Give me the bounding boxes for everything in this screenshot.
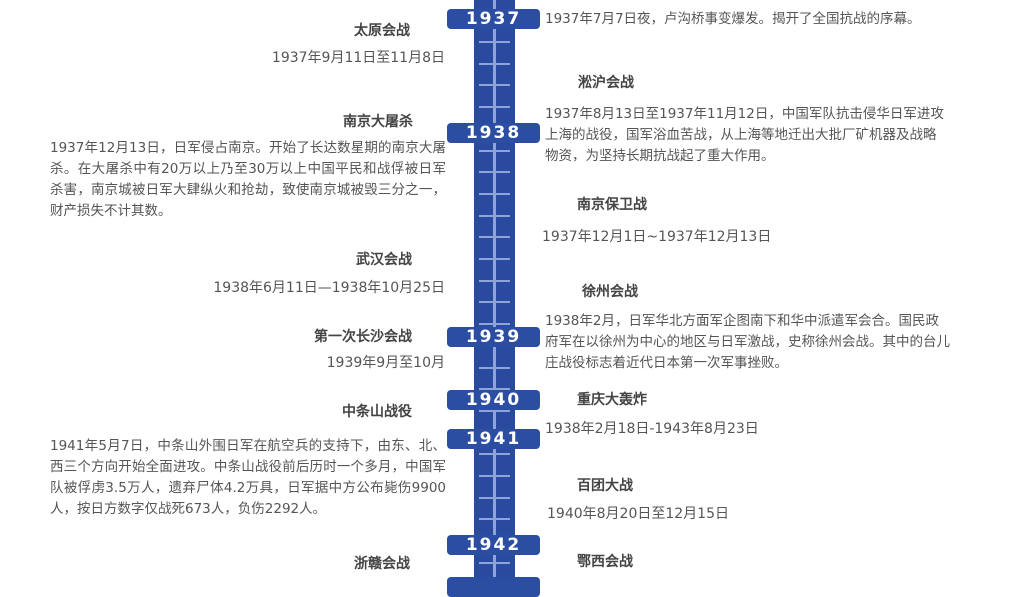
event-description: 1941年5月7日，中条山外围日军在航空兵的支持下，由东、北、西三个方向开始全面… [50, 438, 446, 517]
event-date: 1940年8月20日至12月15日 [547, 506, 729, 522]
year-badge-1938: 1938 [447, 123, 540, 143]
event-description: 1937年8月13日至1937年11月12日，中国军队抗击侵华日军进攻上海的战役… [545, 106, 944, 164]
event-title: 中条山战役 [342, 404, 412, 420]
axis-tick [479, 41, 510, 43]
axis-tick [479, 279, 510, 282]
event-date: 1939年9月至10月 [326, 355, 445, 371]
axis-tick [479, 453, 510, 456]
event-title: 鄂西会战 [577, 554, 633, 570]
axis-tick [479, 561, 510, 564]
event-title: 浙赣会战 [354, 556, 410, 572]
year-badge-1942: 1942 [447, 535, 540, 555]
event-title: 太原会战 [354, 23, 410, 39]
event-description: 1937年12月13日，日军侵占南京。开始了长达数星期的南京大屠杀。在大屠杀中有… [50, 140, 446, 219]
event-title: 武汉会战 [356, 252, 412, 268]
axis-tick [479, 518, 510, 521]
year-badge-1940: 1940 [447, 390, 540, 410]
axis-tick [479, 106, 510, 109]
axis-tick [479, 258, 510, 260]
event-title: 百团大战 [577, 478, 633, 494]
event-title: 第一次长沙会战 [314, 329, 412, 345]
axis-tick [479, 323, 510, 326]
axis-tick [479, 236, 510, 239]
axis-tick [479, 62, 510, 65]
event-description: 1938年2月，日军华北方面军企图南下和华中派遣军会合。国民政府军在以徐州为中心… [545, 313, 950, 371]
event-date: 1938年6月11日—1938年10月25日 [213, 280, 445, 296]
event-title: 徐州会战 [582, 284, 638, 300]
axis-tick [479, 149, 510, 152]
year-badge-next [447, 577, 540, 597]
event-date: 1938年2月18日-1943年8月23日 [545, 421, 759, 437]
axis-tick [479, 171, 510, 174]
event-description: 1937年7月7日夜，卢沟桥事变爆发。揭开了全国抗战的序幕。 [545, 11, 921, 27]
year-badge-1941: 1941 [447, 429, 540, 449]
timeline-axis [474, 0, 515, 580]
event-title: 南京大屠杀 [343, 114, 413, 130]
event-title: 淞沪会战 [578, 75, 634, 91]
year-badge-1937: 1937 [447, 9, 540, 29]
event-date: 1937年9月11日至11月8日 [271, 50, 445, 66]
axis-tick [479, 214, 510, 217]
event-title: 重庆大轰炸 [577, 392, 647, 408]
event-title: 南京保卫战 [577, 197, 647, 213]
year-badge-1939: 1939 [447, 327, 540, 347]
axis-tick [479, 192, 510, 195]
axis-tick [479, 475, 510, 477]
axis-tick [479, 496, 510, 499]
axis-tick [479, 84, 510, 87]
event-date: 1937年12月1日~1937年12月13日 [542, 229, 772, 245]
axis-tick [479, 301, 510, 304]
axis-center-line [493, 0, 496, 580]
axis-tick [479, 409, 510, 412]
axis-tick [479, 366, 510, 369]
axis-tick [479, 388, 510, 391]
